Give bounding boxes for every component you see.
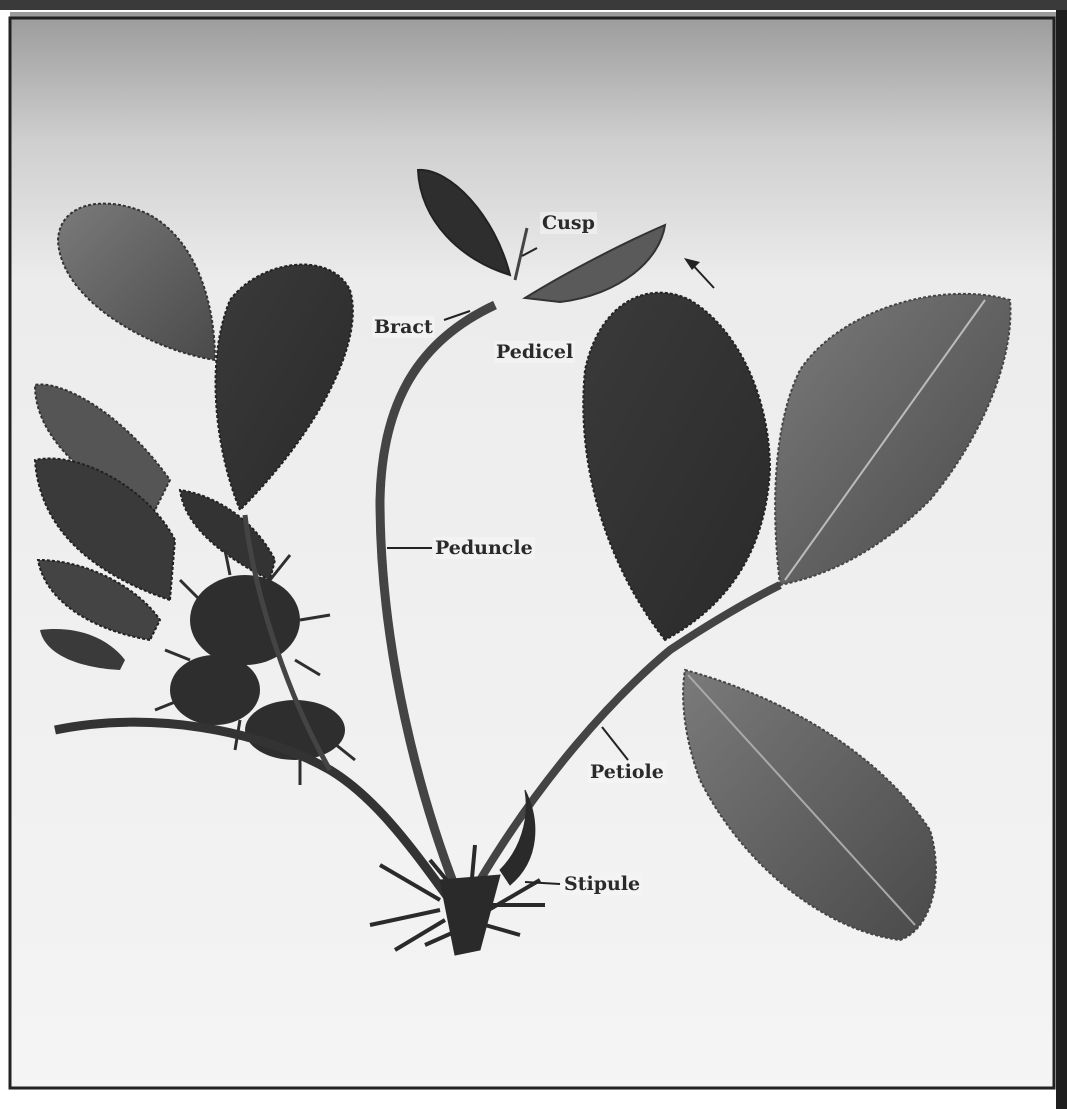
label-peduncle: Peduncle <box>433 537 535 559</box>
label-pedicel: Pedicel <box>494 341 575 363</box>
label-cusp: Cusp <box>540 212 597 234</box>
label-stipule: Stipule <box>562 873 642 895</box>
label-bract: Bract <box>372 316 435 338</box>
scan-edge <box>1056 0 1067 1109</box>
label-petiole: Petiole <box>588 761 666 783</box>
scan-top-edge <box>0 0 1067 10</box>
